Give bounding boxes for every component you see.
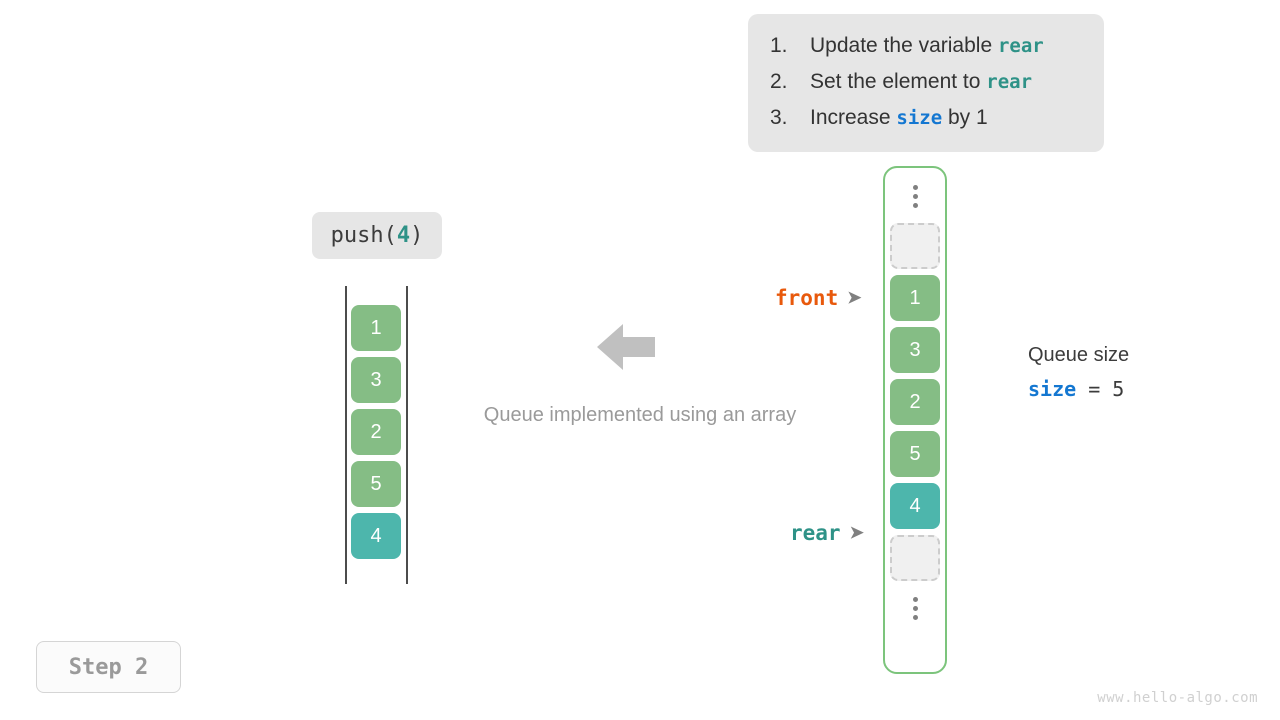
instruction-text: Set the element to — [810, 70, 987, 93]
operation-label: push(4) — [312, 212, 442, 259]
left-array-cells: 1 3 2 5 4 — [351, 305, 401, 565]
queue-size-readout: Queue size size = 5 — [1028, 344, 1129, 401]
array-cell: 2 — [890, 379, 940, 425]
operation-argument: 4 — [396, 223, 411, 248]
dot — [912, 184, 918, 190]
array-bracket-left — [345, 286, 347, 584]
instruction-number: 1. — [770, 34, 788, 57]
instruction-text: Update the variable — [810, 34, 998, 57]
rear-pointer-label: rear — [790, 521, 841, 545]
instruction-number: 2. — [770, 70, 788, 93]
array-cell: 3 — [351, 357, 401, 403]
instruction-item-2: 2. Set the element to rear — [770, 70, 1104, 106]
front-pointer: front ➤ — [775, 286, 861, 310]
instruction-panel: 1. Update the variable rear 2. Set the e… — [748, 14, 1104, 152]
front-pointer-label: front — [775, 286, 839, 310]
array-cell: 1 — [890, 275, 940, 321]
array-cell-highlighted: 4 — [351, 513, 401, 559]
dot — [912, 605, 918, 611]
size-keyword: size — [896, 107, 943, 129]
ellipsis-bottom-icon — [890, 587, 940, 629]
right-array-cells: 1 3 2 5 4 — [890, 175, 940, 635]
instruction-text: Increase — [810, 106, 897, 129]
left-arrow-icon — [597, 323, 655, 371]
rear-pointer-arrow-icon: ➤ — [849, 523, 864, 542]
array-cell-empty — [890, 223, 940, 269]
array-cell: 3 — [890, 327, 940, 373]
operation-close-paren: ) — [410, 223, 424, 248]
right-array-diagram: 1 3 2 5 4 — [883, 166, 947, 674]
queue-size-expression: size = 5 — [1028, 377, 1129, 401]
front-pointer-arrow-icon: ➤ — [847, 288, 862, 307]
instruction-item-1: 1. Update the variable rear — [770, 34, 1104, 70]
step-badge: Step 2 — [36, 641, 181, 693]
array-cell: 1 — [351, 305, 401, 351]
array-cell: 2 — [351, 409, 401, 455]
dot — [912, 596, 918, 602]
ellipsis-top-icon — [890, 175, 940, 217]
array-cell: 5 — [351, 461, 401, 507]
rear-keyword: rear — [997, 35, 1044, 57]
instruction-text-suffix: by 1 — [942, 106, 988, 129]
operation-name: push( — [330, 223, 397, 248]
array-cell-empty — [890, 535, 940, 581]
rear-pointer: rear ➤ — [790, 521, 864, 545]
size-variable-name: size — [1028, 377, 1077, 401]
instruction-number: 3. — [770, 106, 788, 129]
dot — [912, 614, 918, 620]
queue-size-title: Queue size — [1028, 344, 1130, 366]
instruction-item-3: 3. Increase size by 1 — [770, 106, 1104, 142]
rear-keyword: rear — [986, 71, 1033, 93]
array-bracket-right — [406, 286, 408, 584]
size-value: 5 — [1112, 377, 1125, 401]
dot — [912, 202, 918, 208]
diagram-caption: Queue implemented using an array — [483, 404, 797, 426]
watermark: www.hello-algo.com — [1097, 690, 1258, 706]
array-cell-highlighted: 4 — [890, 483, 940, 529]
array-cell: 5 — [890, 431, 940, 477]
size-operator: = — [1076, 377, 1113, 401]
dot — [912, 193, 918, 199]
left-array-diagram: 1 3 2 5 4 — [345, 286, 408, 584]
